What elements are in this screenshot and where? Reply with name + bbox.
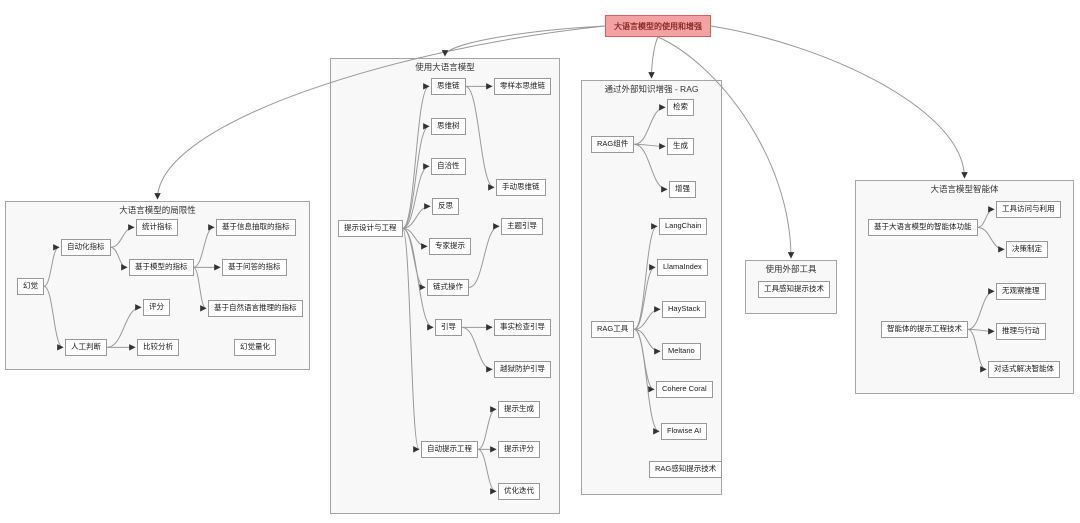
group-title: 大语言模型智能体	[930, 184, 999, 194]
node-reason-and-act: 推理与行动	[996, 323, 1046, 340]
node-prompt-scoring: 提示评分	[498, 441, 540, 458]
group-limitations: 大语言模型的局限性 幻觉 自动化指标 统计指标 基于模型的指标 基于信息抽取的指…	[5, 201, 310, 370]
node-tool-access-utilization: 工具访问与利用	[996, 201, 1061, 218]
edge-connector	[402, 123, 430, 229]
node-rag-aware-prompting: RAG感知提示技术	[649, 461, 723, 478]
edge-connector	[402, 227, 434, 331]
edge-connector	[477, 406, 497, 450]
node-chaining: 链式操作	[427, 279, 469, 296]
edge-connector	[967, 288, 995, 330]
edge-connector	[193, 266, 207, 312]
edge-connector	[441, 25, 606, 57]
node-decision-making: 决策制定	[1006, 241, 1048, 258]
edge-connector	[43, 285, 64, 351]
edge-connector	[634, 143, 668, 193]
edge-connector	[648, 36, 659, 79]
edge-connector	[402, 83, 430, 229]
node-agent-prompt-engineering: 智能体的提示工程技术	[881, 321, 968, 338]
edge-connector	[43, 244, 60, 287]
node-reflection: 反思	[432, 198, 459, 215]
edge-connector	[402, 163, 430, 229]
edge-connector	[106, 304, 142, 348]
edge-connector	[461, 326, 493, 373]
edge-connector	[402, 227, 420, 453]
edge-connector	[977, 206, 995, 228]
node-cohere-coral: Cohere Coral	[656, 381, 713, 398]
node-llamaindex: LlamaIndex	[657, 259, 708, 276]
edge-connector	[154, 25, 606, 200]
group-llm-agents: 大语言模型智能体 基于大语言模型的智能体功能 工具访问与利用 决策制定 智能体的…	[855, 180, 1074, 394]
node-nli-based-metrics: 基于自然语言推理的指标	[208, 300, 303, 317]
edge-connector	[110, 224, 135, 248]
group-title: 大语言模型的局限性	[119, 205, 196, 215]
node-tool-aware-prompting: 工具感知提示技术	[758, 281, 830, 298]
edge-connector	[967, 328, 995, 335]
node-rag-tools: RAG工具	[591, 321, 635, 338]
edge-connector	[633, 223, 658, 330]
node-llm-agent-functions: 基于大语言模型的智能体功能	[868, 219, 978, 236]
edge-connector	[402, 227, 426, 291]
edge-connector	[634, 328, 661, 355]
node-prompt-design-engineering: 提示设计与工程	[338, 220, 403, 237]
group-usage: 使用大语言模型 提示设计与工程 思维链 零样本思维链 思维树 自洽性 手动思维链…	[330, 58, 560, 514]
edge-connector	[634, 143, 666, 150]
node-retrieval: 检索	[667, 99, 694, 116]
node-optimization-iteration: 优化迭代	[498, 483, 540, 500]
node-rag-components: RAG组件	[591, 136, 635, 153]
edge-connector	[634, 264, 656, 330]
node-self-consistency: 自洽性	[431, 158, 466, 175]
node-human-judgment: 人工判断	[65, 339, 107, 356]
node-augmentation: 增强	[669, 181, 696, 198]
node-zero-shot-cot: 零样本思维链	[494, 78, 551, 95]
node-topic-rails: 主题引导	[501, 218, 543, 235]
edge-connector	[402, 227, 428, 250]
node-model-based-metrics: 基于模型的指标	[129, 259, 194, 276]
node-scoring: 评分	[143, 299, 170, 316]
edge-connector	[967, 328, 987, 373]
node-tree-of-thought: 思维树	[431, 118, 466, 135]
group-external-tools: 使用外部工具 工具感知提示技术	[745, 260, 837, 314]
node-comparative-analysis: 比较分析	[137, 339, 179, 356]
edge-connector	[710, 25, 968, 179]
edge-connector	[465, 85, 495, 191]
node-jailbreak-rail: 越狱防护引导	[494, 361, 551, 378]
edge-connector	[477, 448, 497, 495]
edge-connector	[402, 203, 431, 229]
node-automatic-prompt-engineering: 自动提示工程	[421, 441, 478, 458]
group-title: 通过外部知识增强 - RAG	[604, 84, 699, 94]
node-statistical-metrics: 统计指标	[136, 219, 178, 236]
node-generation: 生成	[667, 138, 694, 155]
node-automated-metrics: 自动化指标	[61, 239, 111, 256]
node-meltano: Meltano	[662, 343, 701, 360]
group-title: 使用外部工具	[765, 264, 817, 274]
node-hallucination: 幻觉	[17, 278, 44, 295]
group-title: 使用大语言模型	[415, 62, 475, 72]
node-fact-checking-rail: 事实检查引导	[494, 319, 551, 336]
node-chain-of-thought: 思维链	[431, 78, 466, 95]
edge-connector	[634, 328, 660, 435]
node-reasoning-without-observation: 无观察推理	[996, 283, 1046, 300]
edge-connector	[468, 223, 500, 288]
root-node: 大语言模型的使用和增强	[605, 15, 711, 37]
node-manual-cot: 手动思维链	[496, 179, 546, 196]
node-dialog-solving-agents: 对话式解决智能体	[988, 361, 1060, 378]
edge-connector	[634, 306, 661, 330]
node-expert-prompting: 专家提示	[429, 238, 471, 255]
node-qa-based-metrics: 基于问答的指标	[222, 259, 287, 276]
node-flowise-ai: Flowise AI	[661, 423, 708, 440]
node-rails: 引导	[435, 319, 462, 336]
node-langchain: LangChain	[659, 218, 708, 235]
node-ie-based-metrics: 基于信息抽取的指标	[216, 219, 296, 236]
edge-connector	[110, 246, 128, 271]
node-hallucination-quantification: 幻觉量化	[234, 339, 276, 356]
edge-connector	[977, 226, 1005, 253]
edge-connector	[657, 36, 795, 259]
group-rag: 通过外部知识增强 - RAG RAG组件 检索 生成 增强 RAG工具 Lang…	[581, 80, 723, 495]
node-prompt-generation: 提示生成	[498, 401, 540, 418]
edge-connector	[193, 224, 215, 268]
node-haystack: HayStack	[662, 301, 707, 318]
edge-connector	[634, 104, 666, 145]
